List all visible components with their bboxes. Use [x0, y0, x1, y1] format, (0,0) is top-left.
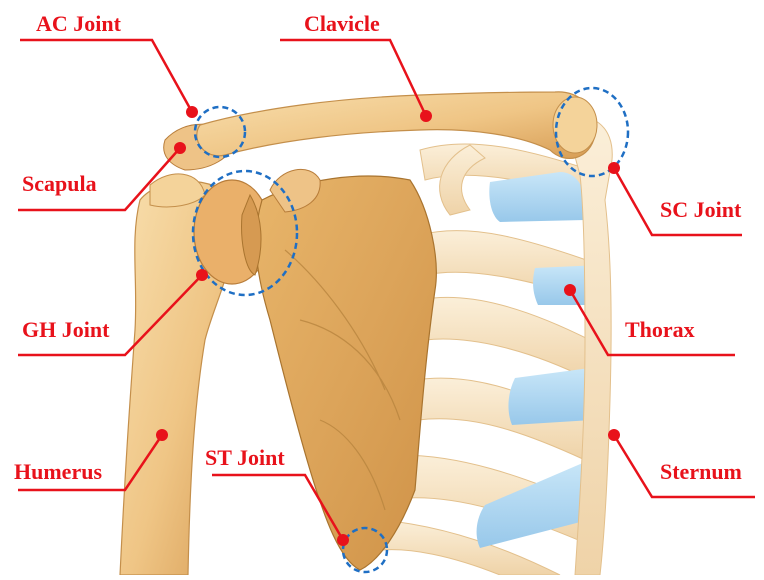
clavicle-sternal-end: [553, 97, 597, 153]
ac-joint-label: AC Joint: [36, 12, 121, 36]
humerus-label: Humerus: [14, 460, 102, 484]
rib-3: [420, 297, 590, 380]
sternum-dot: [608, 429, 620, 441]
ac-joint-dot: [186, 106, 198, 118]
humerus-dot: [156, 429, 168, 441]
cartilage-1: [489, 172, 585, 222]
gh-joint-dot: [196, 269, 208, 281]
clavicle-label: Clavicle: [304, 12, 380, 36]
thorax-label: Thorax: [625, 318, 695, 342]
sc-joint-dot: [608, 162, 620, 174]
thorax-dot: [564, 284, 576, 296]
scapula-label: Scapula: [22, 172, 97, 196]
cartilage-3: [508, 368, 592, 425]
ac-joint-leader: [20, 40, 192, 112]
clavicle-dot: [420, 110, 432, 122]
clavicle-bone: [197, 92, 596, 159]
st-joint-label: ST Joint: [205, 446, 285, 470]
sternum-label: Sternum: [660, 460, 742, 484]
scapula-dot: [174, 142, 186, 154]
st-joint-dot: [337, 534, 349, 546]
scapula-blade: [256, 176, 436, 570]
sc-joint-label: SC Joint: [660, 198, 741, 222]
gh-joint-label: GH Joint: [22, 318, 109, 342]
